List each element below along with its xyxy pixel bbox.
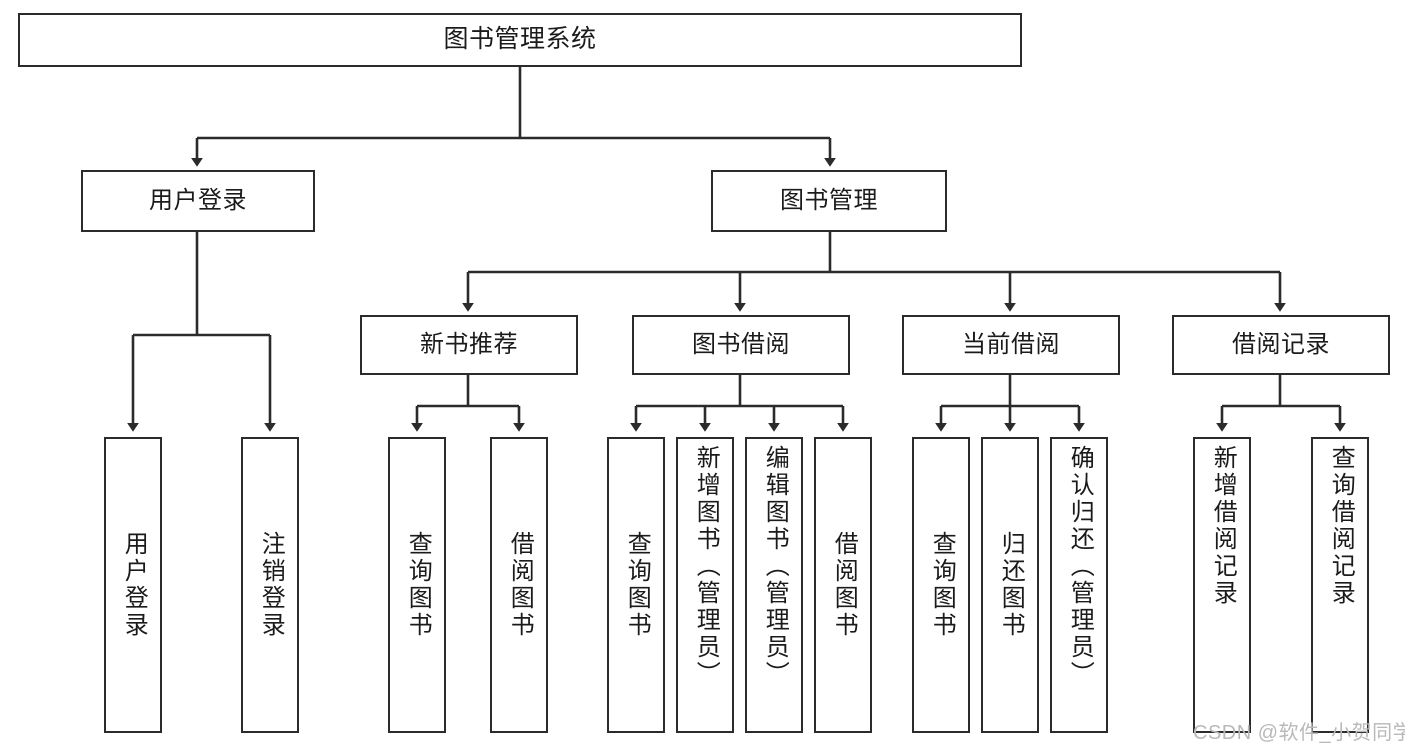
node-label: 当前借阅 [962,330,1060,358]
node-label: 注销登录 [257,531,285,639]
node-book-borrow[interactable]: 图书借阅 [632,315,850,375]
node-label: 借阅图书 [506,531,534,639]
node-label: 图书借阅 [692,330,790,358]
node-current-borrow[interactable]: 当前借阅 [902,315,1120,375]
node-label: 确认归还（管理员） [1066,445,1094,688]
node-label: 图书管理 [780,186,878,214]
leaf-query-book-2[interactable]: 查询图书 [607,437,665,733]
leaf-borrow-book-2[interactable]: 借阅图书 [814,437,872,733]
leaf-add-book[interactable]: 新增图书（管理员） [676,437,734,733]
node-root-system[interactable]: 图书管理系统 [18,13,1022,67]
node-label: 查询图书 [928,531,956,639]
leaf-borrow-book-1[interactable]: 借阅图书 [490,437,548,733]
node-label: 用户登录 [120,531,148,639]
node-label: 图书管理系统 [443,25,597,54]
node-label: 借阅记录 [1232,330,1330,358]
node-borrow-record[interactable]: 借阅记录 [1172,315,1390,375]
leaf-query-book-3[interactable]: 查询图书 [912,437,970,733]
leaf-user-logout[interactable]: 注销登录 [241,437,299,733]
leaf-edit-book[interactable]: 编辑图书（管理员） [745,437,803,733]
node-book-manage[interactable]: 图书管理 [711,170,947,232]
node-label: 编辑图书（管理员） [761,445,789,688]
node-label: 查询借阅记录 [1327,445,1355,607]
leaf-confirm-return[interactable]: 确认归还（管理员） [1050,437,1108,733]
node-label: 查询图书 [623,531,651,639]
leaf-add-record[interactable]: 新增借阅记录 [1193,437,1251,733]
node-label: 查询图书 [404,531,432,639]
leaf-user-login[interactable]: 用户登录 [104,437,162,733]
node-label: 新书推荐 [420,330,518,358]
leaf-return-book[interactable]: 归还图书 [981,437,1039,733]
leaf-query-record[interactable]: 查询借阅记录 [1311,437,1369,733]
node-user-login[interactable]: 用户登录 [81,170,315,232]
node-label: 新增借阅记录 [1209,445,1237,607]
node-label: 归还图书 [997,531,1025,639]
node-new-book-recommend[interactable]: 新书推荐 [360,315,578,375]
node-label: 借阅图书 [830,531,858,639]
node-label: 用户登录 [149,186,247,214]
node-label: 新增图书（管理员） [692,445,720,688]
leaf-query-book-1[interactable]: 查询图书 [388,437,446,733]
csdn-watermark: CSDN @软件_小贺同学 [1193,722,1405,744]
